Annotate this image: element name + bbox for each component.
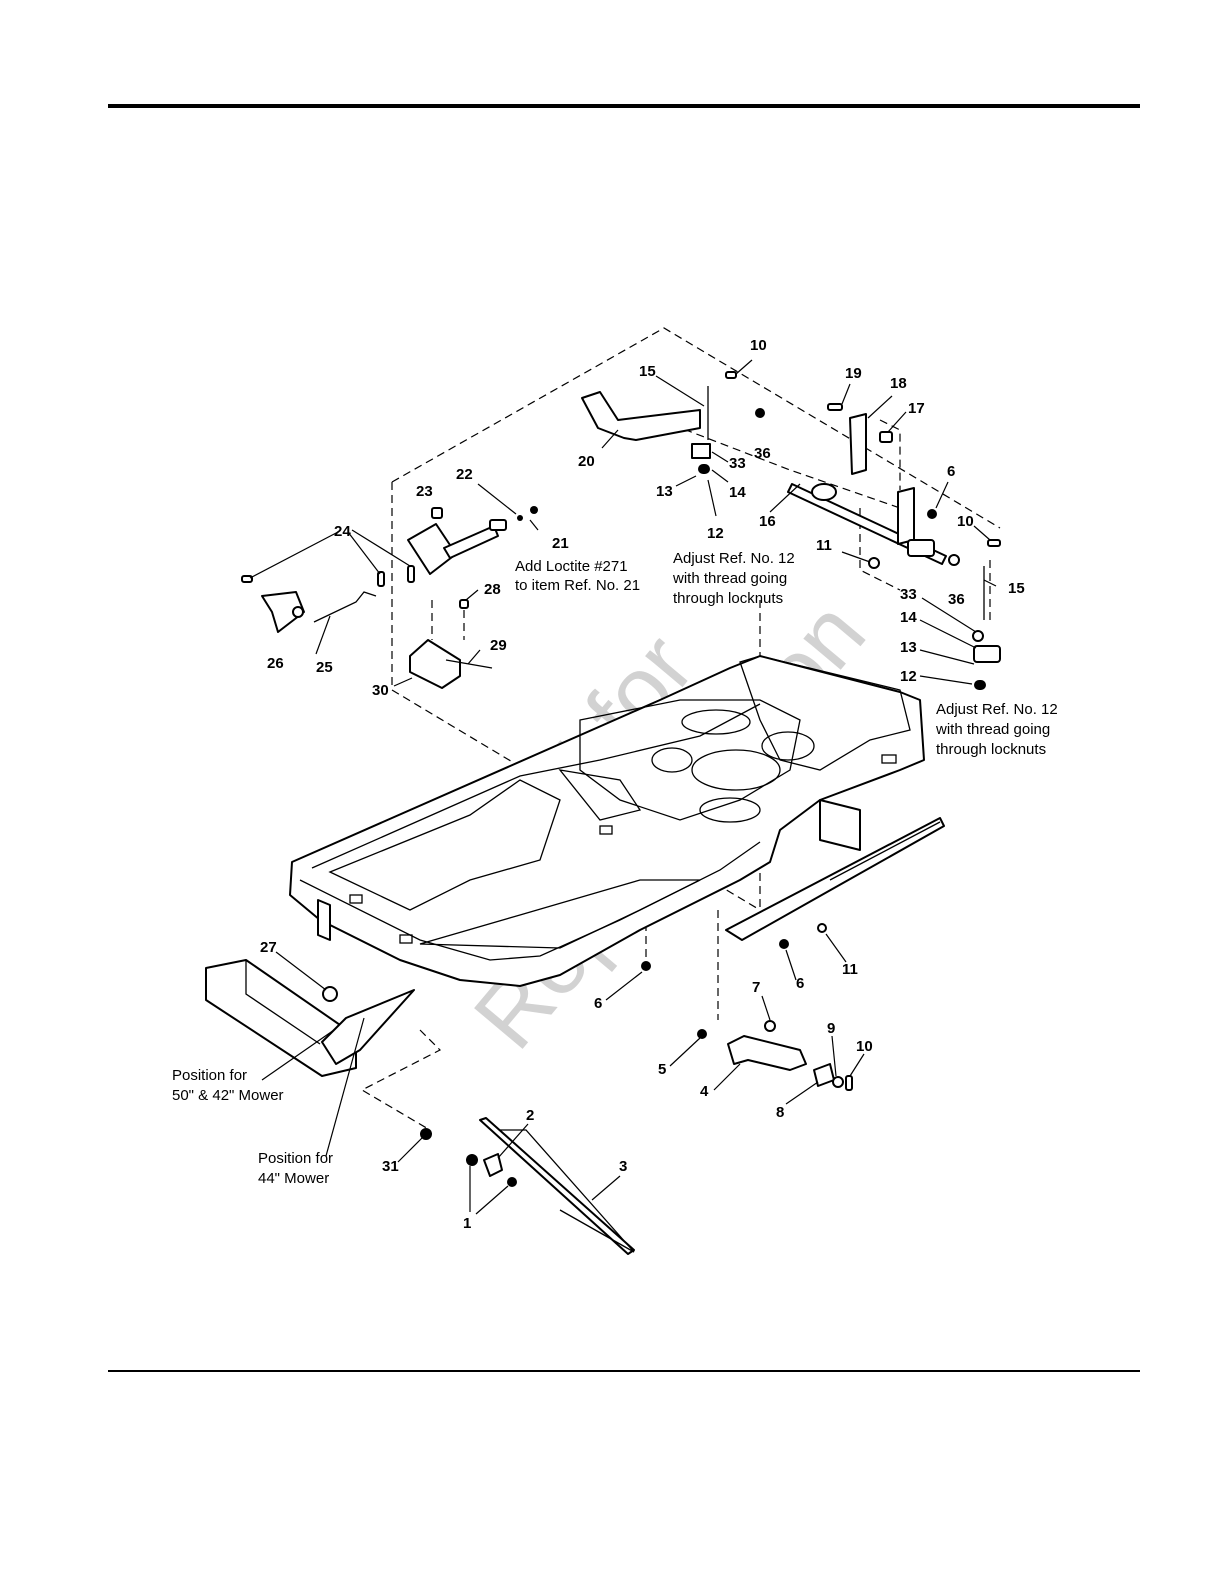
callout-25: 25 bbox=[316, 659, 333, 676]
callout-30: 30 bbox=[372, 682, 389, 699]
footer-rule bbox=[108, 1370, 1140, 1372]
callout-13: 13 bbox=[656, 483, 673, 500]
callout-31: 31 bbox=[382, 1158, 399, 1175]
callout-1: 1 bbox=[463, 1215, 471, 1232]
rear-bracket-parts bbox=[641, 923, 853, 1091]
callout-23: 23 bbox=[416, 483, 433, 500]
callout-24: 24 bbox=[334, 523, 351, 540]
callout-13: 13 bbox=[900, 639, 917, 656]
callout-14: 14 bbox=[729, 484, 746, 501]
callout-3: 3 bbox=[619, 1158, 627, 1175]
callout-36: 36 bbox=[948, 591, 965, 608]
callout-33: 33 bbox=[900, 586, 917, 603]
callout-9: 9 bbox=[827, 1020, 835, 1037]
callout-8: 8 bbox=[776, 1104, 784, 1121]
callout-36: 36 bbox=[754, 445, 771, 462]
upper-lift-parts bbox=[581, 371, 1001, 690]
note-position-44: Position for 44" Mower bbox=[258, 1150, 333, 1187]
note-adjust-upper-line-3: through locknuts bbox=[673, 590, 783, 607]
note-adjust-right-line-2: with thread going bbox=[935, 721, 1050, 738]
header-rule bbox=[108, 104, 1140, 108]
note-loctite: Add Loctite #271 to item Ref. No. 21 bbox=[515, 558, 640, 594]
note-position-50-42: Position for 50" & 42" Mower bbox=[172, 1067, 284, 1104]
callout-10: 10 bbox=[856, 1038, 873, 1055]
note-position-44-line-1: Position for bbox=[258, 1150, 333, 1167]
callout-labels: 10 15 19 18 17 20 33 36 13 14 12 16 6 10… bbox=[260, 337, 1025, 1232]
assembly-guide-lines bbox=[360, 327, 1001, 1131]
front-bracket-parts bbox=[205, 959, 635, 1255]
callout-4: 4 bbox=[700, 1083, 709, 1100]
callout-12: 12 bbox=[900, 668, 917, 685]
note-adjust-upper-line-2: with thread going bbox=[672, 570, 787, 587]
callout-11: 11 bbox=[842, 961, 858, 978]
callout-15: 15 bbox=[1008, 580, 1025, 597]
callout-16: 16 bbox=[759, 513, 776, 530]
note-adjust-upper: Adjust Ref. No. 12 with thread going thr… bbox=[672, 550, 795, 607]
callout-19: 19 bbox=[845, 365, 862, 382]
callout-10: 10 bbox=[957, 513, 974, 530]
note-position-50-42-line-1: Position for bbox=[172, 1067, 247, 1084]
callout-12: 12 bbox=[707, 525, 724, 542]
callout-7: 7 bbox=[752, 979, 760, 996]
callout-22: 22 bbox=[456, 466, 473, 483]
callout-29: 29 bbox=[490, 637, 507, 654]
callout-5: 5 bbox=[658, 1061, 666, 1078]
callout-17: 17 bbox=[908, 400, 925, 417]
callout-15: 15 bbox=[639, 363, 656, 380]
callout-27: 27 bbox=[260, 939, 277, 956]
callout-11: 11 bbox=[816, 537, 832, 554]
callout-33: 33 bbox=[729, 455, 746, 472]
note-adjust-right: Adjust Ref. No. 12 with thread going thr… bbox=[935, 701, 1058, 758]
note-adjust-upper-line-1: Adjust Ref. No. 12 bbox=[673, 550, 795, 567]
side-rail bbox=[725, 817, 945, 941]
callout-6: 6 bbox=[796, 975, 804, 992]
leader-lines bbox=[249, 359, 997, 1215]
callout-21: 21 bbox=[552, 535, 569, 552]
note-position-44-line-2: 44" Mower bbox=[258, 1170, 329, 1187]
note-position-50-42-line-2: 50" & 42" Mower bbox=[172, 1087, 284, 1104]
callout-6: 6 bbox=[947, 463, 955, 480]
tractor-frame bbox=[289, 655, 925, 987]
callout-18: 18 bbox=[890, 375, 907, 392]
assembly-notes: Add Loctite #271 to item Ref. No. 21 Adj… bbox=[172, 550, 1058, 1187]
note-loctite-line-1: Add Loctite #271 bbox=[515, 558, 628, 575]
actuator-parts bbox=[241, 506, 538, 689]
callout-2: 2 bbox=[526, 1107, 534, 1124]
note-adjust-right-line-1: Adjust Ref. No. 12 bbox=[936, 701, 1058, 718]
note-adjust-right-line-3: through locknuts bbox=[936, 741, 1046, 758]
callout-14: 14 bbox=[900, 609, 917, 626]
callout-6: 6 bbox=[594, 995, 602, 1012]
callout-20: 20 bbox=[578, 453, 595, 470]
note-loctite-line-2: to item Ref. No. 21 bbox=[515, 577, 640, 594]
callout-26: 26 bbox=[267, 655, 284, 672]
callout-28: 28 bbox=[484, 581, 501, 598]
callout-10: 10 bbox=[750, 337, 767, 354]
